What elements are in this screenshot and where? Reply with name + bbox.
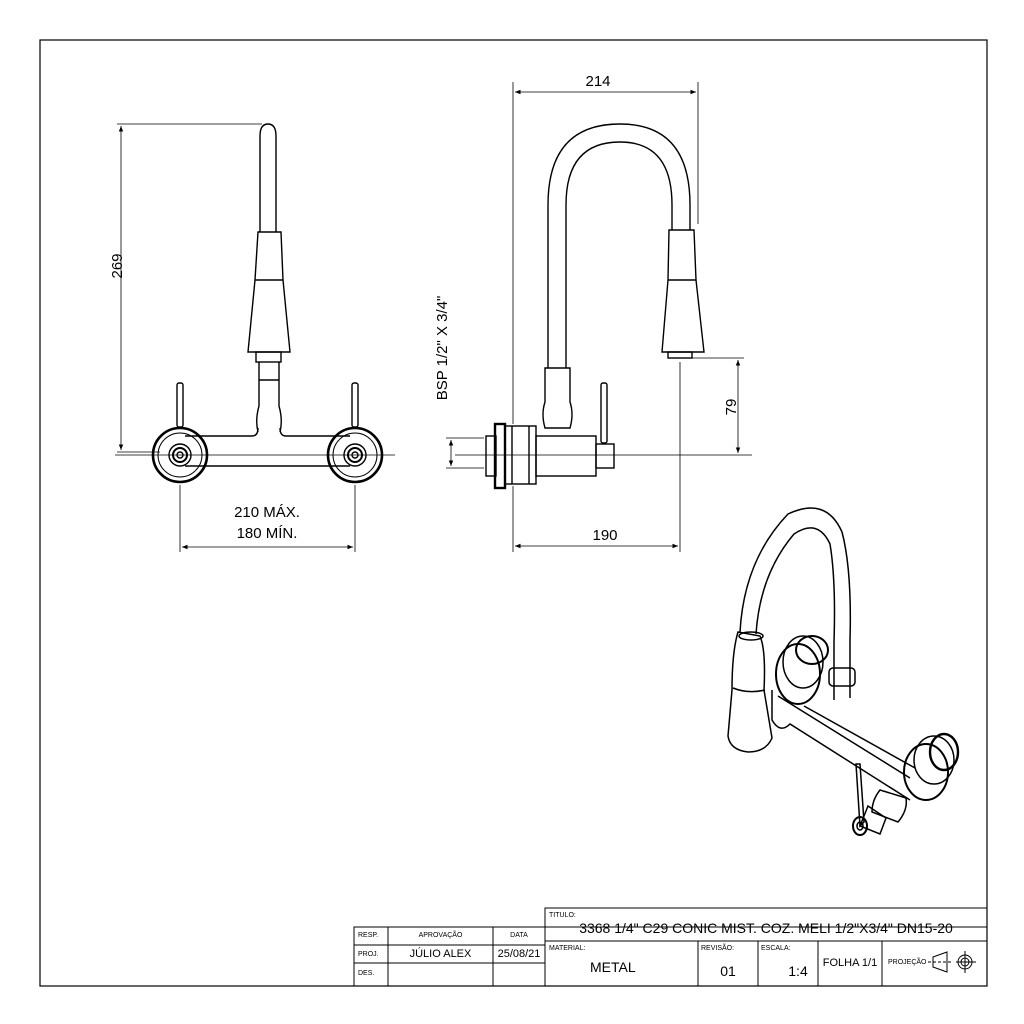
projection-symbol-icon: [928, 951, 976, 973]
side-sprayer-head: [661, 229, 705, 353]
title-block-grid: [353, 907, 988, 987]
dim-180-min: 180 MÍN.: [237, 525, 298, 542]
material-value: METAL: [590, 959, 636, 975]
isometric-view: [727, 507, 960, 836]
iso-outlet-tip: [852, 816, 868, 836]
front-conic-head: [247, 231, 291, 353]
dim-214: 214: [585, 73, 610, 90]
folha-value: FOLHA 1/1: [822, 957, 878, 969]
proj-label: PROJ.: [358, 951, 379, 958]
proj-name: JÚLIO ALEX: [409, 948, 472, 960]
revisao-label: REVISÃO:: [701, 945, 735, 952]
side-view: [455, 123, 752, 490]
iso-lever: [855, 763, 865, 828]
escala-label: ESCALA:: [761, 945, 791, 952]
side-arched-spout: [547, 123, 691, 368]
side-horizontal-body: [535, 435, 597, 477]
front-right-handle: [351, 382, 359, 428]
front-left-handle: [176, 382, 184, 428]
dim-bsp-thread: BSP 1/2" X 3/4": [434, 296, 451, 401]
side-dimensions: [446, 82, 744, 552]
dim-269: 269: [109, 253, 126, 278]
dim-210-max: 210 MÁX.: [234, 504, 300, 521]
titulo-label: TITULO:: [549, 912, 576, 919]
front-dimensions: [117, 123, 356, 552]
sheet-border: [39, 39, 988, 987]
front-neck: [256, 362, 282, 433]
dim-79: 79: [723, 399, 740, 416]
proj-date: 25/08/21: [497, 948, 541, 960]
front-spout-tube: [259, 123, 277, 232]
iso-upper-flange: [775, 643, 821, 705]
drawing-title: 3368 1/4" C29 CONIC MIST. COZ. MELI 1/2"…: [579, 920, 953, 936]
iso-lower-flange: [903, 743, 949, 801]
iso-cross-body: [777, 695, 916, 779]
revisao-value: 01: [720, 963, 736, 979]
data-label: DATA: [510, 932, 528, 939]
front-body: [185, 427, 350, 467]
iso-arched-spout: [739, 507, 852, 643]
escala-value: 1:4: [788, 963, 808, 979]
material-label: MATERIAL:: [549, 945, 586, 952]
front-view: [115, 123, 395, 484]
resp-label: RESP.: [358, 932, 379, 939]
side-vertical-body: [542, 367, 573, 429]
des-label: DES.: [358, 970, 375, 977]
aprovacao-label: APROVAÇÃO: [418, 932, 463, 939]
dim-190: 190: [592, 527, 617, 544]
side-lever: [600, 382, 608, 444]
iso-sprayer-head: [727, 631, 773, 753]
projecao-label: PROJEÇÃO: [888, 959, 927, 966]
